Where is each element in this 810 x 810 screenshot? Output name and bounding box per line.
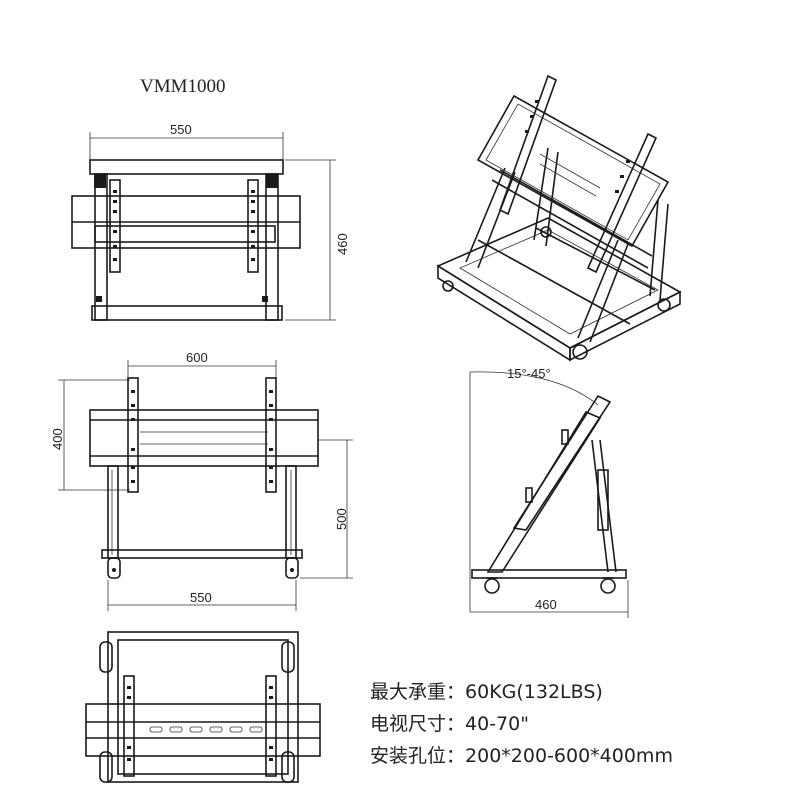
spec-value: 60KG(132LBS) [465,681,603,703]
spec-label: 最大承重： [370,681,466,703]
spec-tv-size: 电视尺寸：40-70" [370,708,673,740]
front-width-label: 550 [170,122,192,137]
spec-label: 安装孔位： [370,745,466,767]
perspective-view [436,74,682,362]
front-height-label: 460 [335,233,350,255]
elev-height-left-label: 400 [50,428,65,450]
elev-width-top-label: 600 [186,350,208,365]
top-view [85,631,321,783]
elev-width-bottom-label: 550 [190,590,212,605]
model-title: VMM1000 [140,76,226,97]
front-elevation-view: 600 400 500 550 [50,350,353,611]
elev-height-right-label: 500 [334,508,349,530]
spec-list: 最大承重：60KG(132LBS) 电视尺寸：40-70" 安装孔位：200*2… [370,676,673,772]
spec-mount-holes: 安装孔位：200*200-600*400mm [370,740,673,772]
angle-label: 15°-45° [507,366,551,381]
front-view: 550 460 [71,122,350,321]
depth-label: 460 [535,597,557,612]
spec-label: 电视尺寸： [370,713,466,735]
side-view: 15°-45° 460 [469,366,629,618]
spec-max-load: 最大承重：60KG(132LBS) [370,676,673,708]
spec-value: 200*200-600*400mm [465,745,673,767]
spec-value: 40-70" [465,713,529,735]
